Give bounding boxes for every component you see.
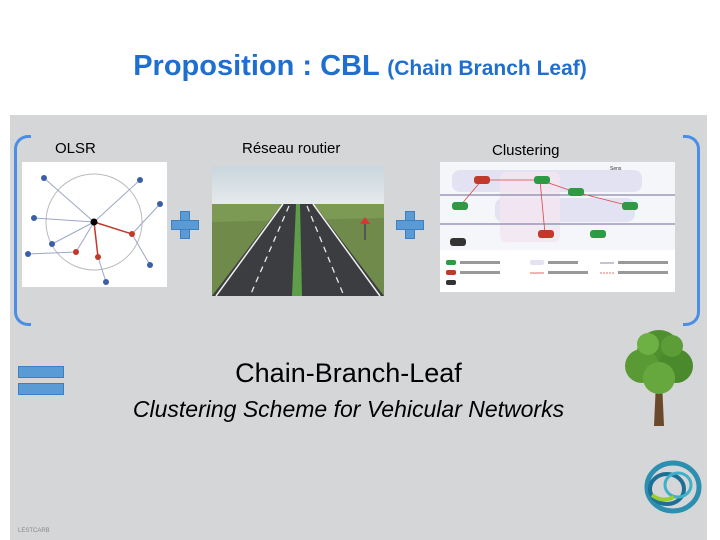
road-network-label: Réseau routier [242,140,341,157]
clustering-diagram: Sens [440,162,675,292]
plus-icon [396,211,424,239]
right-brace [683,135,700,326]
olsr-diagram [22,162,167,287]
svg-text:Sens: Sens [610,166,622,172]
plus-icon [171,211,199,239]
equals-bar-bottom [18,383,64,395]
logo-icon [644,460,702,514]
cbl-subtitle: Clustering Scheme for Vehicular Networks [132,396,565,422]
cbl-title: Chain-Branch-Leaf [235,358,462,388]
olsr-graph [25,173,163,285]
footer-text: LESTCARB [18,528,50,534]
equals-icon [18,366,64,400]
tree-icon [625,330,693,426]
road-photo [212,166,384,296]
left-brace [14,135,31,326]
slide-title-main: Proposition : CBL [133,50,380,82]
equals-bar-top [18,366,64,378]
road-network-image [212,166,384,296]
slide-title: Proposition : CBL (Chain Branch Leaf) [0,50,720,83]
clustering-label: Clustering [492,142,560,159]
clustering-scene: Sens [440,162,675,292]
olsr-label: OLSR [55,140,96,157]
slide-title-sub: (Chain Branch Leaf) [387,57,587,80]
